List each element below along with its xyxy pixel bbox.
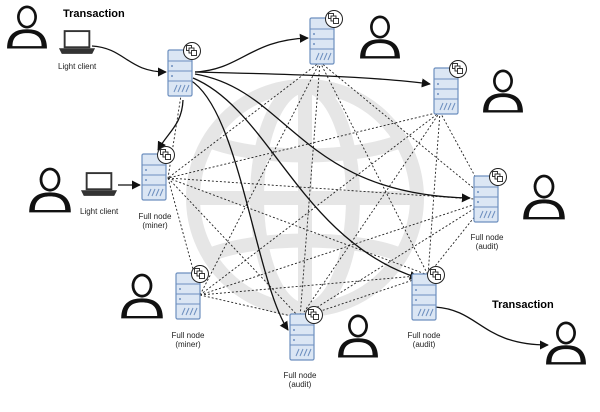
person-icon xyxy=(523,174,565,220)
server-icon xyxy=(289,306,324,361)
person-icon xyxy=(546,321,586,365)
label-node-right-audit-2: (audit) xyxy=(476,242,499,251)
server-icon xyxy=(473,168,508,223)
laptop-icon xyxy=(58,30,96,55)
label-node-bottom-audit-2: (audit) xyxy=(289,380,312,389)
label-node-bl-miner-2: (miner) xyxy=(175,340,201,349)
person-icon xyxy=(338,314,378,358)
label-light-client-top: Light client xyxy=(58,62,97,71)
laptop-icon xyxy=(80,172,118,197)
label-node-bl-miner-1: Full node xyxy=(172,331,205,340)
server-icon xyxy=(309,10,344,65)
server-icon xyxy=(167,42,202,97)
server-icon xyxy=(433,60,468,115)
transaction-flow xyxy=(91,33,549,350)
person-icon xyxy=(121,273,163,319)
label-node-left-miner-1: Full node xyxy=(139,212,172,221)
title-transaction-bottom: Transaction xyxy=(492,299,554,311)
globe-icon xyxy=(186,79,424,317)
label-node-br-audit-1: Full node xyxy=(408,331,441,340)
label-node-bottom-audit-1: Full node xyxy=(284,371,317,380)
label-light-client-left: Light client xyxy=(80,207,119,216)
server-icon xyxy=(411,266,446,321)
person-icon xyxy=(483,69,523,113)
server-icon xyxy=(141,146,176,201)
label-node-right-audit-1: Full node xyxy=(471,233,504,242)
person-icon xyxy=(360,15,400,59)
person-icon xyxy=(29,167,71,213)
label-node-left-miner-2: (miner) xyxy=(142,221,168,230)
title-transaction-top: Transaction xyxy=(63,8,125,20)
person-icon xyxy=(7,5,47,49)
label-node-br-audit-2: (audit) xyxy=(413,340,436,349)
